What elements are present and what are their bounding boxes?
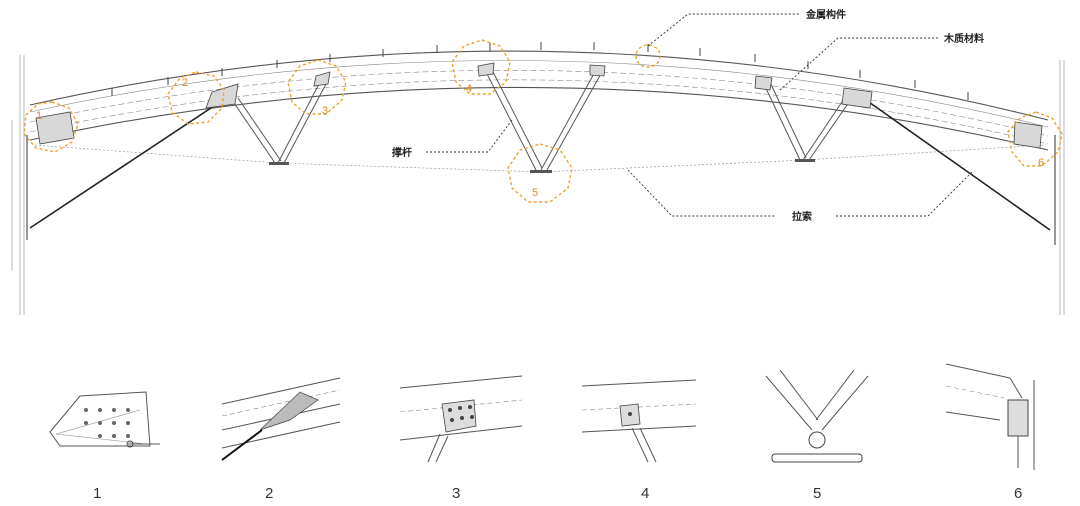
metal-posts (111, 42, 969, 100)
svg-text:木质材料: 木质材料 (943, 32, 984, 45)
joint-plates (35, 62, 1043, 149)
right-column (1054, 60, 1065, 315)
callout-1: 1 (23, 101, 79, 153)
struts (231, 67, 857, 171)
detail-6-drawing (945, 363, 1035, 470)
svg-text:撑杆: 撑杆 (392, 146, 412, 159)
svg-text:2: 2 (182, 77, 188, 89)
callout-6: 6 (1007, 111, 1063, 169)
callout-4: 4 (451, 39, 511, 95)
left-tie-rod (29, 97, 227, 229)
detail-1-drawing (49, 391, 160, 448)
detail-5-drawing (765, 369, 869, 463)
callout-3: 3 (287, 59, 347, 117)
svg-text:6: 6 (1038, 157, 1044, 169)
detail-3-drawing (399, 375, 523, 463)
label-wood: 木质材料 (779, 32, 984, 91)
arch-timber (29, 50, 1049, 151)
detail-5-number: 5 (813, 485, 821, 502)
detail-6-number: 6 (1014, 485, 1022, 502)
label-strut: 撑杆 (392, 119, 513, 159)
detail-2-number: 2 (265, 485, 273, 502)
detail-4-drawing (581, 379, 697, 463)
right-tie-rod (865, 99, 1051, 231)
metal-callout-ring (635, 44, 661, 68)
label-cable: 拉索 (627, 169, 973, 223)
strut-nodes (269, 159, 815, 173)
cable-line (34, 144, 1046, 173)
detail-3-number: 3 (452, 485, 460, 502)
svg-text:4: 4 (466, 83, 472, 95)
detail-4-number: 4 (641, 485, 649, 502)
detail-2-drawing (221, 377, 341, 461)
callout-5: 5 (507, 143, 573, 203)
svg-text:1: 1 (36, 110, 42, 122)
svg-text:拉索: 拉索 (792, 210, 812, 223)
callout-2: 2 (167, 71, 225, 125)
label-metal: 金属构件 (647, 8, 846, 47)
detail-1-number: 1 (93, 485, 101, 502)
svg-text:5: 5 (532, 187, 538, 199)
svg-text:金属构件: 金属构件 (805, 8, 846, 21)
left-column (11, 55, 28, 315)
svg-text:3: 3 (322, 105, 328, 117)
